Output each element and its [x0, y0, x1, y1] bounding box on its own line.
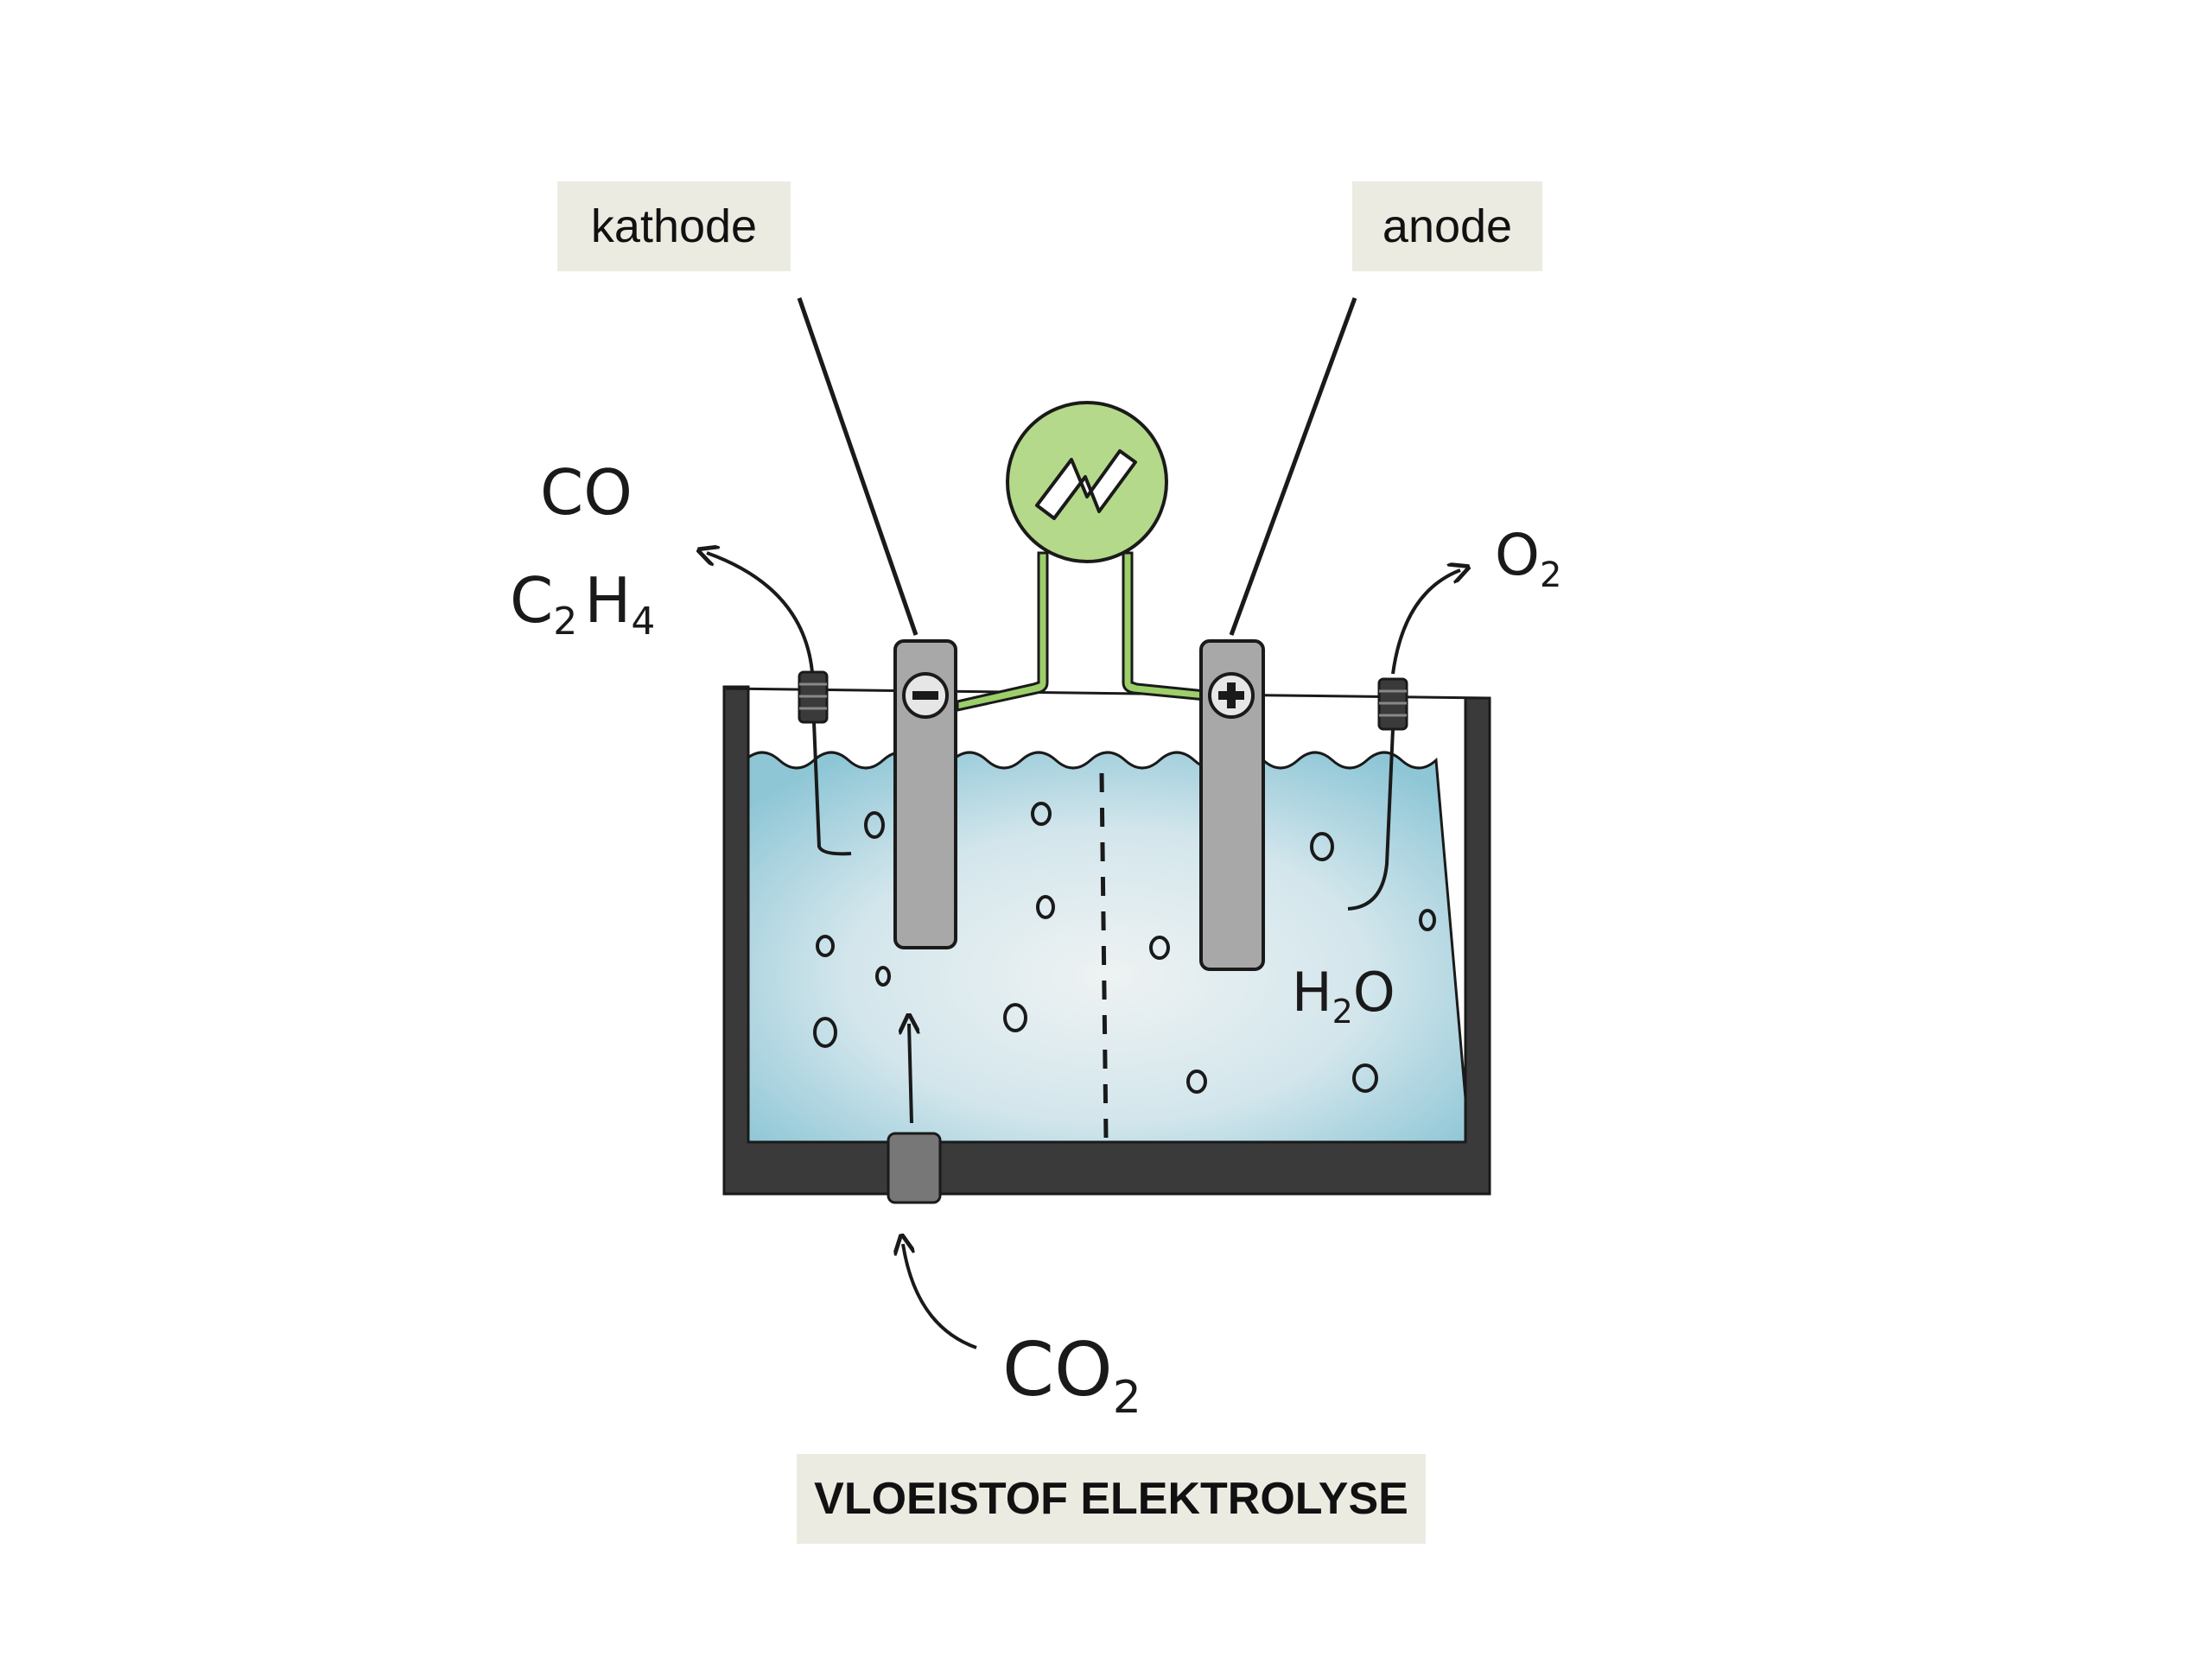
tube-right — [1347, 728, 1395, 911]
arrow-anode-product — [1391, 570, 1460, 675]
gas-outlet-right — [1377, 677, 1408, 731]
anode-electrode — [1199, 639, 1265, 971]
lightning-icon — [1035, 449, 1137, 520]
cathode-electrode — [893, 639, 957, 949]
h2o-label: H2O — [1292, 961, 1395, 1031]
arrow-co2-input — [903, 1244, 977, 1349]
anode-label: anode — [1352, 181, 1542, 271]
diagram-title: VLOEISTOF ELEKTROLYSE — [797, 1454, 1426, 1544]
lid-line — [725, 687, 1489, 700]
bubbles — [813, 802, 1436, 1094]
tube-left — [812, 721, 852, 856]
anode-pointer — [1229, 297, 1357, 636]
arrow-cathode-products — [707, 553, 814, 673]
arrow-co2-inlet-up — [909, 1024, 912, 1124]
gas-outlet-left — [798, 670, 829, 724]
o2-label: O2 — [1495, 522, 1561, 595]
wire-right — [1122, 551, 1207, 701]
electrolyte-liquid — [743, 751, 1472, 1159]
co2-inlet — [887, 1132, 942, 1204]
co-label: CO — [540, 456, 632, 529]
wire-left — [956, 551, 1049, 712]
membrane — [1099, 772, 1109, 1139]
co2-label: CO2 — [1002, 1327, 1141, 1424]
cathode-label: kathode — [557, 181, 791, 271]
kathode-pointer — [797, 297, 918, 636]
